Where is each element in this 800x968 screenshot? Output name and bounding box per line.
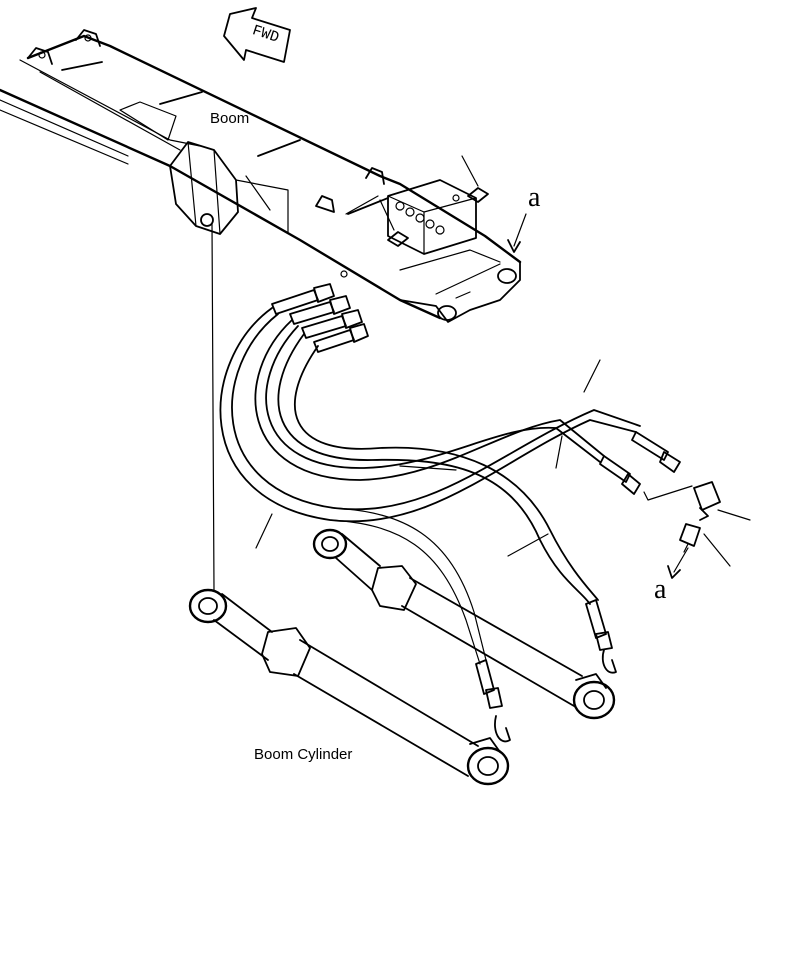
boom-cylinder-left xyxy=(188,223,510,786)
boom-label: Boom xyxy=(210,110,250,127)
callout-arrow-top xyxy=(507,213,527,253)
boom-cylinder-right xyxy=(312,528,616,720)
boom-cylinder-label: Boom Cylinder xyxy=(254,746,353,763)
hose-end-fittings-right xyxy=(255,359,751,567)
boom-hoses xyxy=(219,307,641,665)
callout-a-top: a xyxy=(528,182,541,213)
cylinder-hose-ends xyxy=(475,599,617,743)
callout-a-bottom: a xyxy=(654,574,667,605)
fwd-arrow-icon xyxy=(223,7,291,63)
boom-fittings xyxy=(340,155,489,278)
hose-end-fittings-upper xyxy=(271,283,369,353)
callout-arrow-bottom xyxy=(667,547,689,579)
boom xyxy=(0,29,522,323)
